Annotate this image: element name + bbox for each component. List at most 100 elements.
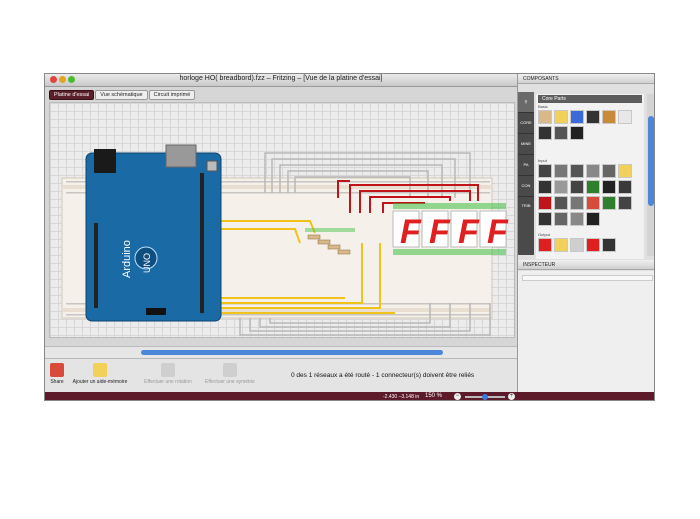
header-left	[94, 223, 98, 308]
part-inductor[interactable]	[602, 110, 616, 124]
part-resistor[interactable]	[538, 110, 552, 124]
part-input-19[interactable]	[538, 212, 552, 226]
part-output-5[interactable]	[602, 238, 616, 252]
minimize-window-button[interactable]	[59, 76, 66, 83]
add-note-label: Ajouter un aide-mémoire	[72, 379, 128, 385]
arduino-uno[interactable]: Arduino UNO	[85, 144, 222, 322]
part-input-16[interactable]	[586, 196, 600, 210]
zoom-slider[interactable]	[465, 394, 505, 400]
search-bin-icon[interactable]: ⚲	[518, 92, 534, 113]
add-note-button[interactable]: Ajouter un aide-mémoire	[69, 363, 131, 385]
bin-tab-mine[interactable]: MINE	[518, 134, 534, 155]
inspector-title-field[interactable]	[522, 275, 653, 281]
zoom-slider-knob[interactable]	[482, 394, 488, 400]
tab-breadboard[interactable]: Platine d'essai	[49, 90, 95, 100]
part-input-12[interactable]	[618, 180, 632, 194]
rotate-icon	[161, 363, 175, 377]
part-output-2[interactable]	[554, 238, 568, 252]
part-input-14[interactable]	[554, 196, 568, 210]
part-output-4[interactable]	[586, 238, 600, 252]
part-input-11[interactable]	[602, 180, 616, 194]
core-parts-title: Core Parts	[538, 95, 642, 103]
part-input-4[interactable]	[586, 164, 600, 178]
section-input: Input	[538, 158, 547, 163]
part-diode[interactable]	[618, 110, 632, 124]
part-input-7[interactable]	[538, 180, 552, 194]
inspector-body	[518, 271, 654, 392]
flip-icon	[223, 363, 237, 377]
usb-port	[165, 144, 197, 168]
seven-segment-displays: F F F F	[392, 210, 509, 251]
bin-tab-core[interactable]: CORE	[518, 113, 534, 134]
part-output-3[interactable]	[570, 238, 584, 252]
bottom-toolbar: Share Ajouter un aide-mémoire Effectuer …	[45, 358, 517, 393]
part-input-9[interactable]	[570, 180, 584, 194]
status-bar: -2.430 –3.148 in 150 % − +	[45, 392, 654, 400]
zoom-in-icon[interactable]: +	[508, 393, 515, 400]
digit-2: F	[429, 213, 451, 251]
red-wires	[337, 180, 479, 213]
bin-tab-contrib[interactable]: CON TRIB	[518, 176, 534, 208]
horizontal-scroll-thumb[interactable]	[141, 350, 443, 355]
section-output: Output	[538, 232, 551, 237]
part-output-1[interactable]	[538, 238, 552, 252]
part-input-21[interactable]	[570, 212, 584, 226]
uno-label: UNO	[142, 253, 152, 273]
part-input-17[interactable]	[602, 196, 616, 210]
parts-scrollbar[interactable]	[647, 94, 654, 256]
right-panel: COMPOSANTS ⚲ CORE MINE PA CON TRIB Core …	[517, 74, 654, 392]
part-potentiometer[interactable]	[554, 110, 568, 124]
part-input-5[interactable]	[602, 164, 616, 178]
breadboard-scene: F F F F Arduino UNO	[61, 144, 509, 336]
part-electrolytic[interactable]	[586, 110, 600, 124]
part-input-15[interactable]	[570, 196, 584, 210]
part-transistor[interactable]	[538, 126, 552, 140]
digit-3: F	[458, 213, 480, 251]
parts-bin: Core Parts Basic Input	[536, 94, 644, 259]
part-capacitor[interactable]	[570, 110, 584, 124]
part-input-2[interactable]	[554, 164, 568, 178]
zoom-level: 150 %	[425, 393, 443, 399]
tab-pcb[interactable]: Circuit imprimé	[148, 90, 196, 100]
header-right	[200, 173, 204, 313]
share-button[interactable]: Share	[48, 363, 66, 385]
zoom-out-icon[interactable]: −	[454, 393, 461, 400]
part-input-18[interactable]	[618, 196, 632, 210]
part-input-3[interactable]	[570, 164, 584, 178]
share-label: Share	[50, 379, 64, 385]
part-input-20[interactable]	[554, 212, 568, 226]
flip-button[interactable]: Effectuer une symétrie	[199, 363, 261, 385]
part-input-6[interactable]	[618, 164, 632, 178]
part-regulator[interactable]	[570, 126, 584, 140]
icsp-header	[146, 308, 166, 315]
connection-highlights	[305, 203, 506, 255]
digit-1: F	[400, 213, 422, 251]
section-basic: Basic	[538, 104, 548, 109]
gray-wires-bottom	[239, 303, 491, 336]
breadboard-canvas[interactable]: F F F F Arduino UNO	[49, 102, 515, 338]
parts-scroll-thumb[interactable]	[648, 116, 654, 206]
part-input-13[interactable]	[538, 196, 552, 210]
inspector-panel-title: INSPECTEUR	[518, 260, 654, 270]
title-bar: horloge HO( breadbord).fzz – Fritzing – …	[45, 74, 517, 87]
close-window-button[interactable]	[50, 76, 57, 83]
part-input-22[interactable]	[586, 212, 600, 226]
part-input-10[interactable]	[586, 180, 600, 194]
part-input-1[interactable]	[538, 164, 552, 178]
note-icon	[93, 363, 107, 377]
digit-4: F	[487, 213, 509, 251]
bin-tab-pa[interactable]: PA	[518, 155, 534, 176]
window-title: horloge HO( breadbord).fzz – Fritzing – …	[179, 75, 383, 82]
part-input-8[interactable]	[554, 180, 568, 194]
tab-schematic[interactable]: Vue schématique	[95, 90, 148, 100]
yellow-wires	[218, 220, 395, 314]
zoom-window-button[interactable]	[68, 76, 75, 83]
arduino-label: Arduino	[121, 240, 133, 278]
horizontal-scrollbar[interactable]	[45, 346, 517, 359]
routing-status: 0 des 1 réseaux a été routé - 1 connecte…	[291, 372, 475, 379]
cursor-coordinates: -2.430 –3.148 in	[383, 394, 420, 400]
flip-label: Effectuer une symétrie	[205, 379, 255, 385]
rotate-button[interactable]: Effectuer une rotation	[137, 363, 199, 385]
resistors	[307, 234, 351, 255]
part-mosfet[interactable]	[554, 126, 568, 140]
